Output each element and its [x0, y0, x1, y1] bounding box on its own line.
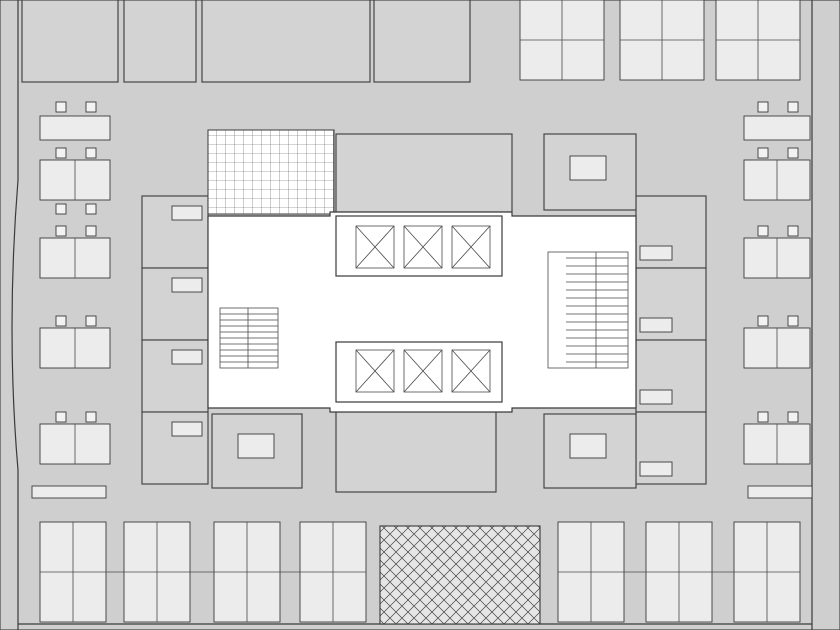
elevator-bank-upper — [335, 215, 503, 277]
right-workstations — [743, 101, 813, 499]
stairwell-right — [547, 251, 629, 369]
restroom-tiles-upper — [207, 129, 335, 215]
bottom-workstations — [39, 521, 801, 623]
right-office-column — [635, 195, 707, 485]
left-workstations — [31, 101, 111, 499]
restroom-lower — [335, 403, 497, 493]
left-office-column — [141, 195, 209, 485]
hatched-lounge-area — [379, 525, 541, 625]
top-office-left — [21, 0, 119, 83]
building-core — [207, 211, 637, 413]
top-right-workstations — [519, 0, 801, 81]
meeting-room-small-top-left — [123, 0, 197, 83]
restroom-upper — [335, 133, 513, 213]
conference-room-top — [201, 0, 371, 83]
exterior-wall-left — [11, 0, 19, 630]
stairwell-left — [219, 307, 279, 369]
meeting-room-small-top-right — [373, 0, 471, 83]
elevator-bank-lower — [335, 341, 503, 403]
